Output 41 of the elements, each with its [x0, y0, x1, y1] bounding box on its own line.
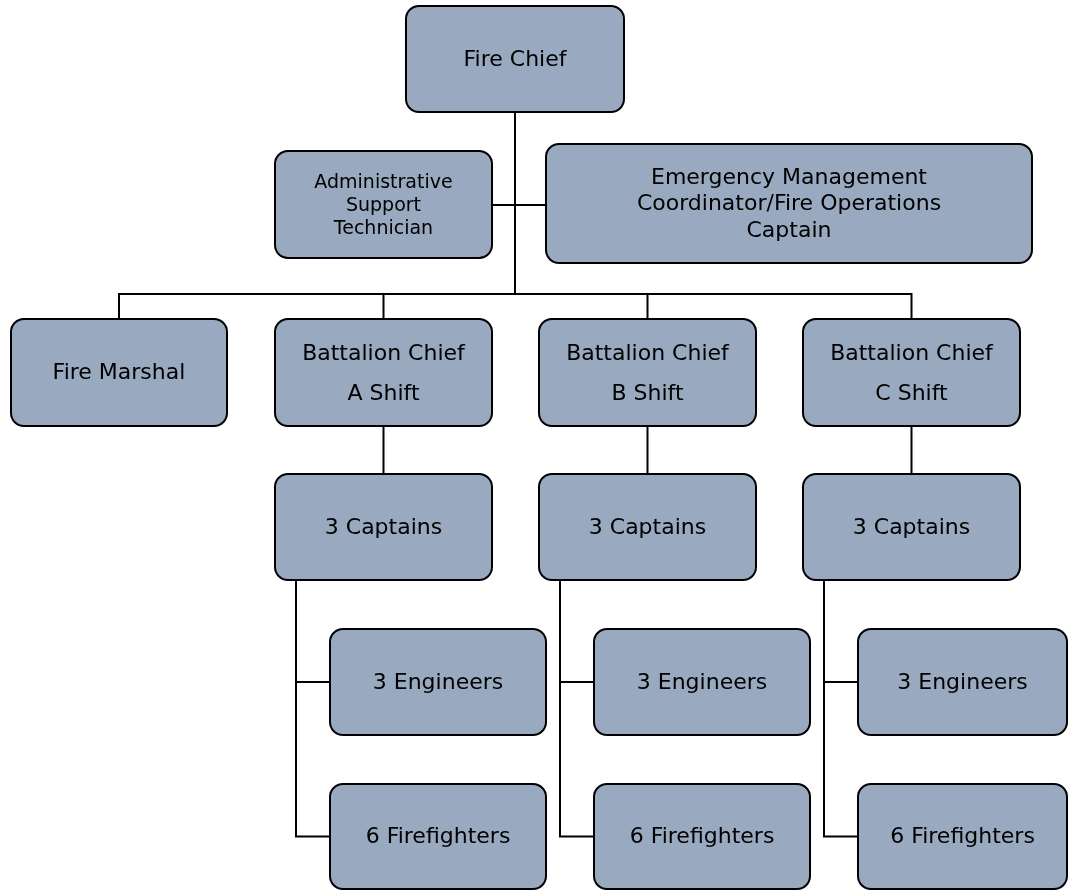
org-box — [802, 473, 1021, 581]
org-box — [10, 318, 228, 427]
role-title: B Shift — [611, 378, 684, 407]
role-title: Emergency Management Coordinator/Fire Operations Captain — [635, 163, 943, 244]
org-box — [545, 143, 1033, 264]
org-box — [405, 5, 625, 113]
role-title: 3 Captains — [588, 513, 707, 541]
role-title: 3 Engineers — [897, 668, 1028, 696]
role-title: Administrative Support Technician — [313, 170, 454, 239]
role-title: Battalion Chief — [566, 338, 729, 367]
connector-line — [295, 580, 330, 838]
org-box — [329, 628, 547, 736]
role-title: 6 Firefighters — [365, 823, 511, 850]
role-title: Battalion Chief — [830, 338, 993, 367]
role-title: Fire Marshal — [52, 359, 186, 386]
org-box — [274, 318, 493, 427]
org-box — [857, 628, 1068, 736]
org-box — [593, 783, 811, 890]
role-title: 6 Firefighters — [890, 823, 1035, 850]
org-box — [538, 318, 757, 427]
role-title: C Shift — [875, 378, 948, 407]
role-title: Battalion Chief — [302, 338, 465, 367]
role-title: Fire Chief — [463, 45, 567, 73]
connector-line — [559, 580, 594, 838]
role-title: 3 Captains — [852, 513, 971, 541]
role-title: 3 Engineers — [372, 668, 504, 696]
org-box — [857, 783, 1068, 890]
connector-line — [823, 580, 858, 838]
role-title: A Shift — [347, 378, 420, 407]
org-box — [274, 473, 493, 581]
role-title: 3 Captains — [324, 513, 443, 541]
connector-line — [382, 426, 385, 474]
org-box — [593, 628, 811, 736]
org-box — [274, 150, 493, 259]
role-title: 6 Firefighters — [629, 823, 775, 850]
org-box — [329, 783, 547, 890]
role-title: 3 Engineers — [636, 668, 768, 696]
connector-line — [646, 426, 649, 474]
org-box — [802, 318, 1021, 427]
org-box — [538, 473, 757, 581]
connector-line — [910, 426, 913, 474]
